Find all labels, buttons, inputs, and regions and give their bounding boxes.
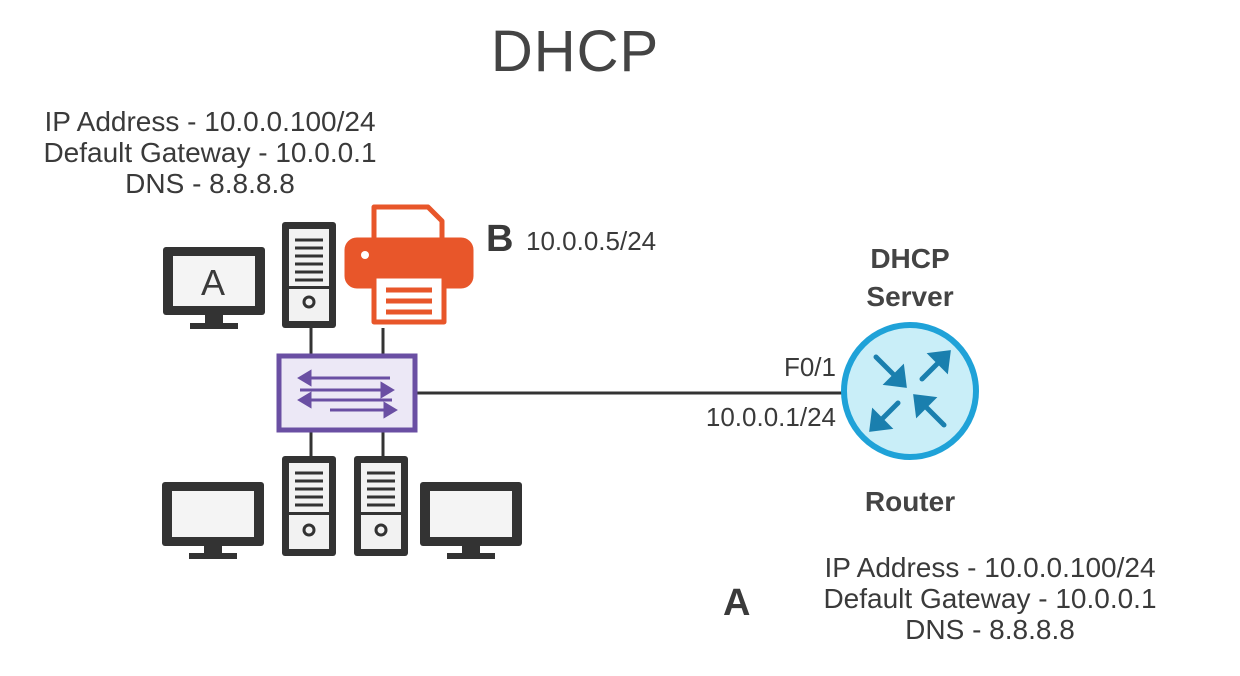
host-a-ip-address-bottom: IP Address - 10.0.0.100/24 — [824, 552, 1156, 583]
pc-a-screen-letter: A — [200, 262, 225, 303]
server-top — [282, 222, 336, 328]
host-a-dns-bottom: DNS - 8.8.8.8 — [905, 614, 1075, 645]
host-a-default-gateway-bottom: Default Gateway - 10.0.0.1 — [823, 583, 1157, 614]
switch-body — [276, 353, 418, 433]
server-bottom-2 — [354, 456, 408, 556]
router-label: Router — [864, 486, 956, 517]
dhcp-server-label-line1: DHCP — [870, 243, 950, 274]
links — [309, 328, 850, 456]
host-a-config-bottom: IP Address - 10.0.0.100/24 Default Gatew… — [790, 552, 1190, 645]
host-a-ip-address: IP Address - 10.0.0.100/24 — [44, 106, 376, 137]
printer-paper-top — [371, 204, 445, 240]
host-a-config-top: IP Address - 10.0.0.100/24 Default Gatew… — [10, 106, 410, 199]
router-interface-ip: 10.0.0.1/24 — [705, 402, 836, 432]
dhcp-server-label-line2: Server — [866, 281, 954, 312]
router-icon — [841, 322, 979, 460]
switch-icon — [276, 353, 418, 433]
printer-ip-label: 10.0.0.5/24 — [526, 226, 657, 256]
server-bottom-1 — [282, 456, 336, 556]
monitor-neck — [205, 315, 223, 324]
router-body — [841, 322, 979, 460]
monitor-screen — [173, 256, 255, 306]
printer-letter-label: B — [486, 218, 514, 260]
pc-bottom-right — [420, 482, 522, 559]
pc-bottom-left — [162, 482, 264, 559]
printer-icon — [344, 204, 474, 325]
dhcp-server-label: DHCP Server — [820, 240, 1000, 316]
host-a-default-gateway: Default Gateway - 10.0.0.1 — [43, 137, 377, 168]
host-a-dns: DNS - 8.8.8.8 — [125, 168, 295, 199]
pc-a-monitor — [163, 247, 265, 329]
router-interface-label: F0/1 — [783, 352, 836, 382]
monitor-stand — [190, 323, 238, 329]
page-title: DHCP — [490, 19, 660, 84]
host-a-letter-label: A — [723, 582, 751, 624]
